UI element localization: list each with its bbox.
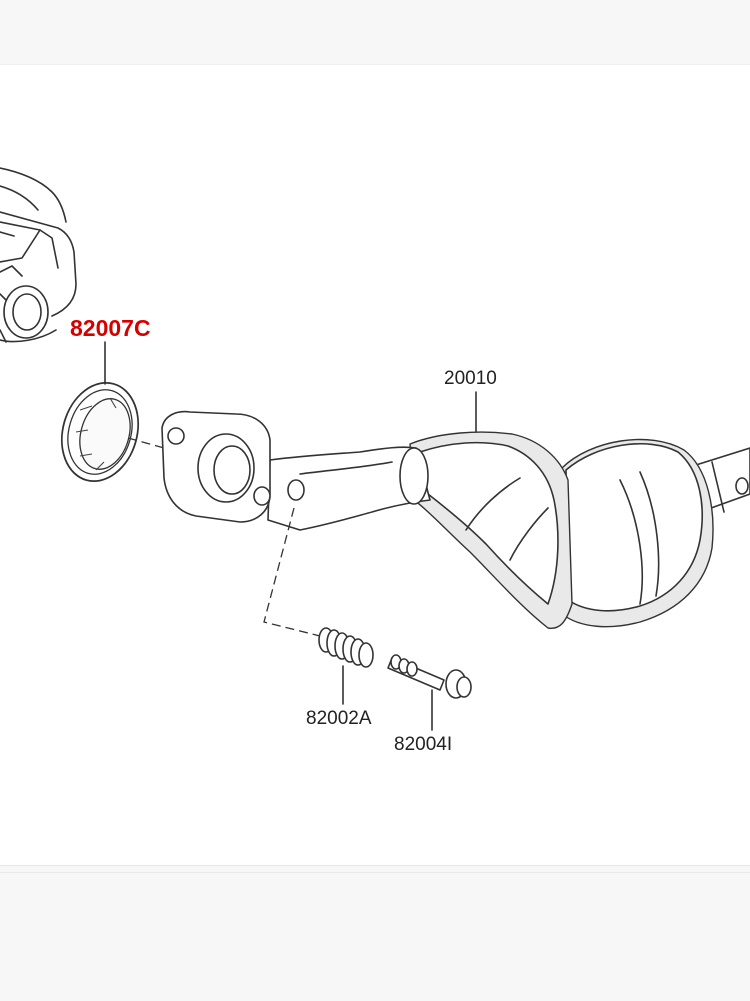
bolt[interactable]: [387, 654, 472, 699]
bottom-band: [0, 872, 750, 1001]
vehicle-locator-illustration: [0, 167, 77, 343]
spring-part-label[interactable]: 82002A: [306, 708, 372, 729]
spring[interactable]: [318, 627, 374, 668]
fastener-alignment-line: [263, 507, 337, 641]
converter-part-label[interactable]: 20010: [444, 368, 497, 389]
bolt-part-label[interactable]: 82004I: [394, 734, 452, 755]
catalytic-converter[interactable]: [161, 410, 750, 629]
gasket-part-label[interactable]: 82007C: [70, 315, 151, 341]
gasket-ring[interactable]: [51, 374, 150, 491]
